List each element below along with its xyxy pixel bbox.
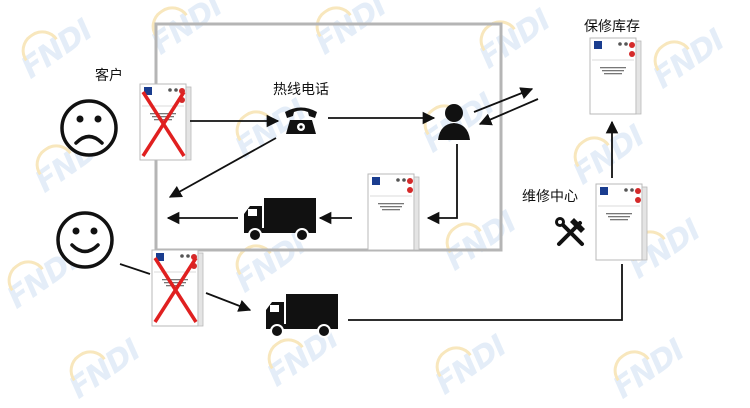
replacement-device bbox=[367, 173, 420, 251]
arrow-hotline-to-customer bbox=[168, 137, 277, 198]
repair-center-device bbox=[595, 183, 648, 261]
red-x-mark bbox=[153, 257, 198, 323]
faulty-device-returned bbox=[151, 249, 204, 327]
spare-stock-device bbox=[589, 37, 642, 115]
happy-face-icon bbox=[56, 211, 114, 269]
flow-arrows bbox=[119, 87, 623, 321]
arrow-customer-to-faulty-device bbox=[119, 263, 151, 275]
wrench-hammer-icon bbox=[555, 217, 585, 246]
arrow-agent-to-replacement bbox=[426, 144, 458, 225]
red-x-mark bbox=[141, 91, 186, 157]
arrow-stock-to-agent bbox=[478, 98, 539, 126]
hotline-label: 热线电话 bbox=[273, 82, 329, 98]
arrow-truck-to-repair bbox=[348, 264, 623, 321]
arrow-agent-to-stock bbox=[473, 87, 534, 113]
customer-label: 客户 bbox=[95, 68, 123, 84]
telephone-icon bbox=[285, 107, 317, 134]
faulty-device bbox=[139, 83, 192, 161]
truck-icon bbox=[243, 197, 317, 242]
truck-icon bbox=[265, 293, 339, 338]
spare-stock-label: 保修库存 bbox=[584, 19, 640, 35]
person-icon bbox=[438, 104, 470, 140]
repair-center-label: 维修中心 bbox=[522, 189, 578, 205]
arrow-device-to-truck bbox=[205, 292, 252, 312]
sad-face-icon bbox=[60, 99, 118, 157]
